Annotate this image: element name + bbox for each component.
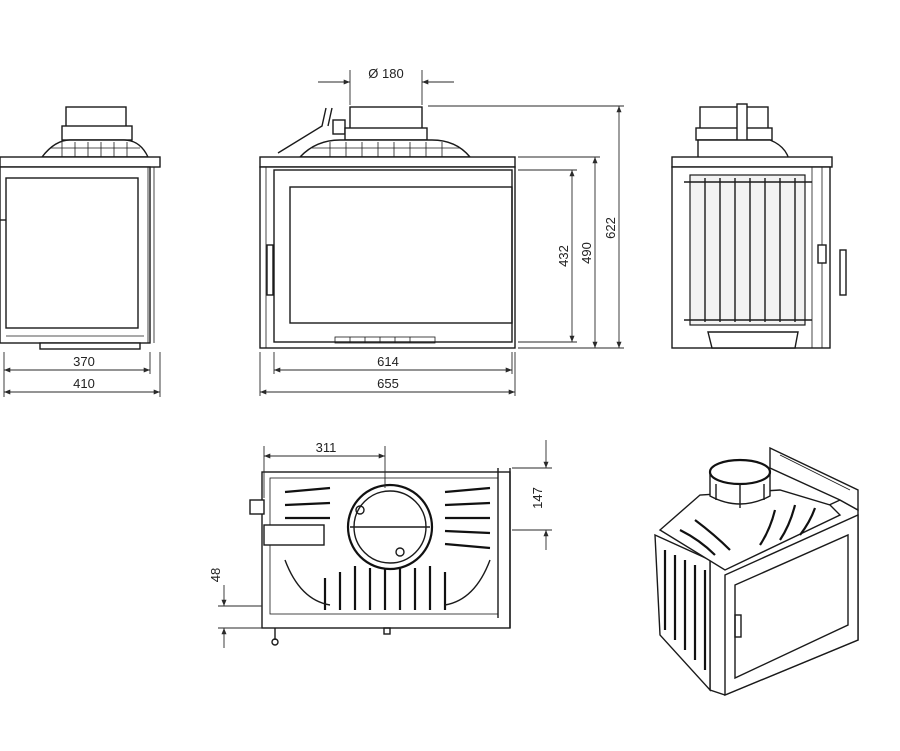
dim-front-body-height: 490 [579, 242, 594, 264]
dim-side-inner-width: 370 [73, 354, 95, 369]
dim-side-outer-width: 410 [73, 376, 95, 391]
isometric-view [654, 446, 859, 697]
top-view: 311 147 48 [208, 440, 552, 648]
dim-front-glass-height: 432 [556, 245, 571, 267]
dim-front-total-height: 622 [603, 217, 618, 239]
side-view-right [671, 103, 847, 349]
dim-front-glass-width: 614 [377, 354, 399, 369]
dim-top-flue-offset: 311 [316, 440, 337, 455]
dim-front-outer-width: 655 [377, 376, 399, 391]
dim-flue-diameter: Ø 180 [368, 66, 403, 81]
side-view: 370 410 [0, 106, 161, 397]
dim-top-ledge: 48 [208, 568, 223, 582]
dim-top-depth: 147 [530, 487, 545, 509]
front-view: Ø 180 614 655 432 490 622 [259, 66, 624, 396]
